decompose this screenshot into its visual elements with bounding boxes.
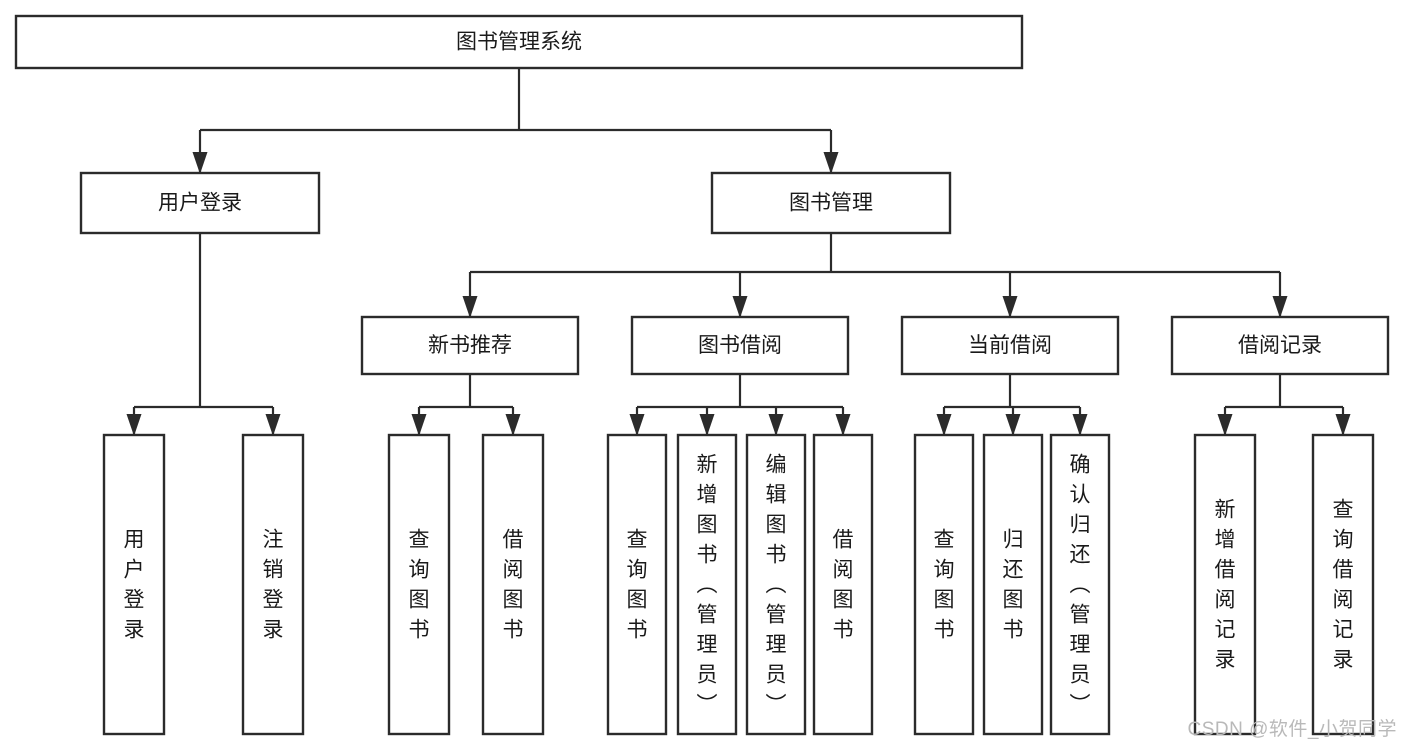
node-new-book-rec[interactable]: 新书推荐: [360, 315, 580, 376]
connectors-layer: [126, 68, 1351, 436]
node-box-cb-query[interactable]: [913, 433, 975, 736]
node-nbr-borrow[interactable]: 借阅图书: [481, 433, 545, 736]
node-user-login-leaf[interactable]: 用户登录: [102, 433, 166, 736]
arrow-head-br-add: [1217, 414, 1233, 436]
node-box-bb-borrow[interactable]: [812, 433, 874, 736]
node-box-cb-return[interactable]: [982, 433, 1044, 736]
node-book-borrow[interactable]: 图书借阅: [630, 315, 850, 376]
node-label-br-query: 查询借阅记录: [1333, 499, 1354, 672]
node-bb-borrow[interactable]: 借阅图书: [812, 433, 874, 736]
node-box-user-login[interactable]: [79, 171, 321, 235]
arrow-head-current-borrow: [1002, 296, 1018, 318]
node-bb-edit[interactable]: 编辑图书︵管理员︶: [745, 433, 807, 736]
arrow-head-nbr-query: [411, 414, 427, 436]
node-label-nbr-borrow: 借阅图书: [503, 529, 524, 642]
node-box-current-borrow[interactable]: [900, 315, 1120, 376]
node-bb-query[interactable]: 查询图书: [606, 433, 668, 736]
node-label-current-borrow: 当前借阅: [968, 334, 1052, 357]
node-box-root[interactable]: [14, 14, 1024, 70]
arrow-head-bb-query: [629, 414, 645, 436]
node-label-cb-confirm: 确认归还︵管理员︶: [1070, 454, 1091, 717]
node-br-add[interactable]: 新增借阅记录: [1193, 433, 1257, 736]
node-current-borrow[interactable]: 当前借阅: [900, 315, 1120, 376]
node-book-manage[interactable]: 图书管理: [710, 171, 952, 235]
node-label-nbr-query: 查询图书: [409, 529, 430, 642]
arrow-head-br-query: [1335, 414, 1351, 436]
node-label-user-logout-leaf: 注销登录: [263, 529, 284, 642]
node-label-bb-borrow: 借阅图书: [833, 529, 854, 642]
node-box-nbr-borrow[interactable]: [481, 433, 545, 736]
arrow-head-user-logout-leaf: [265, 414, 281, 436]
node-box-bb-edit[interactable]: [745, 433, 807, 736]
node-cb-return[interactable]: 归还图书: [982, 433, 1044, 736]
node-label-book-manage: 图书管理: [789, 192, 873, 215]
node-label-root: 图书管理系统: [456, 31, 582, 54]
node-bb-add[interactable]: 新增图书︵管理员︶: [676, 433, 738, 736]
node-user-login[interactable]: 用户登录: [79, 171, 321, 235]
node-cb-query[interactable]: 查询图书: [913, 433, 975, 736]
node-cb-confirm[interactable]: 确认归还︵管理员︶: [1049, 433, 1111, 736]
node-borrow-record[interactable]: 借阅记录: [1170, 315, 1390, 376]
arrow-head-book-borrow: [732, 296, 748, 318]
arrow-head-book-manage: [823, 152, 839, 174]
node-root[interactable]: 图书管理系统: [14, 14, 1024, 70]
arrow-head-user-login-leaf: [126, 414, 142, 436]
arrow-head-cb-confirm: [1072, 414, 1088, 436]
node-box-cb-confirm[interactable]: [1049, 433, 1111, 736]
node-label-user-login: 用户登录: [158, 192, 242, 215]
node-label-user-login-leaf: 用户登录: [124, 529, 145, 642]
node-box-book-manage[interactable]: [710, 171, 952, 235]
arrow-head-bb-edit: [768, 414, 784, 436]
arrow-head-user-login: [192, 152, 208, 174]
arrow-head-nbr-borrow: [505, 414, 521, 436]
node-br-query[interactable]: 查询借阅记录: [1311, 433, 1375, 736]
node-box-user-logout-leaf[interactable]: [241, 433, 305, 736]
arrow-head-new-book-rec: [462, 296, 478, 318]
node-box-borrow-record[interactable]: [1170, 315, 1390, 376]
node-box-book-borrow[interactable]: [630, 315, 850, 376]
node-label-bb-query: 查询图书: [627, 529, 648, 642]
node-label-cb-query: 查询图书: [934, 529, 955, 642]
node-box-nbr-query[interactable]: [387, 433, 451, 736]
node-label-bb-edit: 编辑图书︵管理员︶: [766, 454, 787, 717]
node-user-logout-leaf[interactable]: 注销登录: [241, 433, 305, 736]
node-label-book-borrow: 图书借阅: [698, 334, 782, 357]
nodes-layer: 图书管理系统用户登录图书管理新书推荐图书借阅当前借阅借阅记录用户登录注销登录查询…: [14, 14, 1390, 736]
node-label-cb-return: 归还图书: [1003, 529, 1024, 642]
node-nbr-query[interactable]: 查询图书: [387, 433, 451, 736]
node-box-bb-query[interactable]: [606, 433, 668, 736]
node-box-new-book-rec[interactable]: [360, 315, 580, 376]
arrow-head-borrow-record: [1272, 296, 1288, 318]
arrow-head-bb-add: [699, 414, 715, 436]
node-label-new-book-rec: 新书推荐: [428, 334, 512, 357]
node-label-br-add: 新增借阅记录: [1215, 499, 1236, 672]
node-box-br-add[interactable]: [1193, 433, 1257, 736]
node-label-bb-add: 新增图书︵管理员︶: [697, 454, 718, 717]
node-box-br-query[interactable]: [1311, 433, 1375, 736]
node-box-user-login-leaf[interactable]: [102, 433, 166, 736]
arrow-head-cb-query: [936, 414, 952, 436]
node-box-bb-add[interactable]: [676, 433, 738, 736]
arrow-head-bb-borrow: [835, 414, 851, 436]
node-label-borrow-record: 借阅记录: [1238, 334, 1322, 357]
arrow-head-cb-return: [1005, 414, 1021, 436]
